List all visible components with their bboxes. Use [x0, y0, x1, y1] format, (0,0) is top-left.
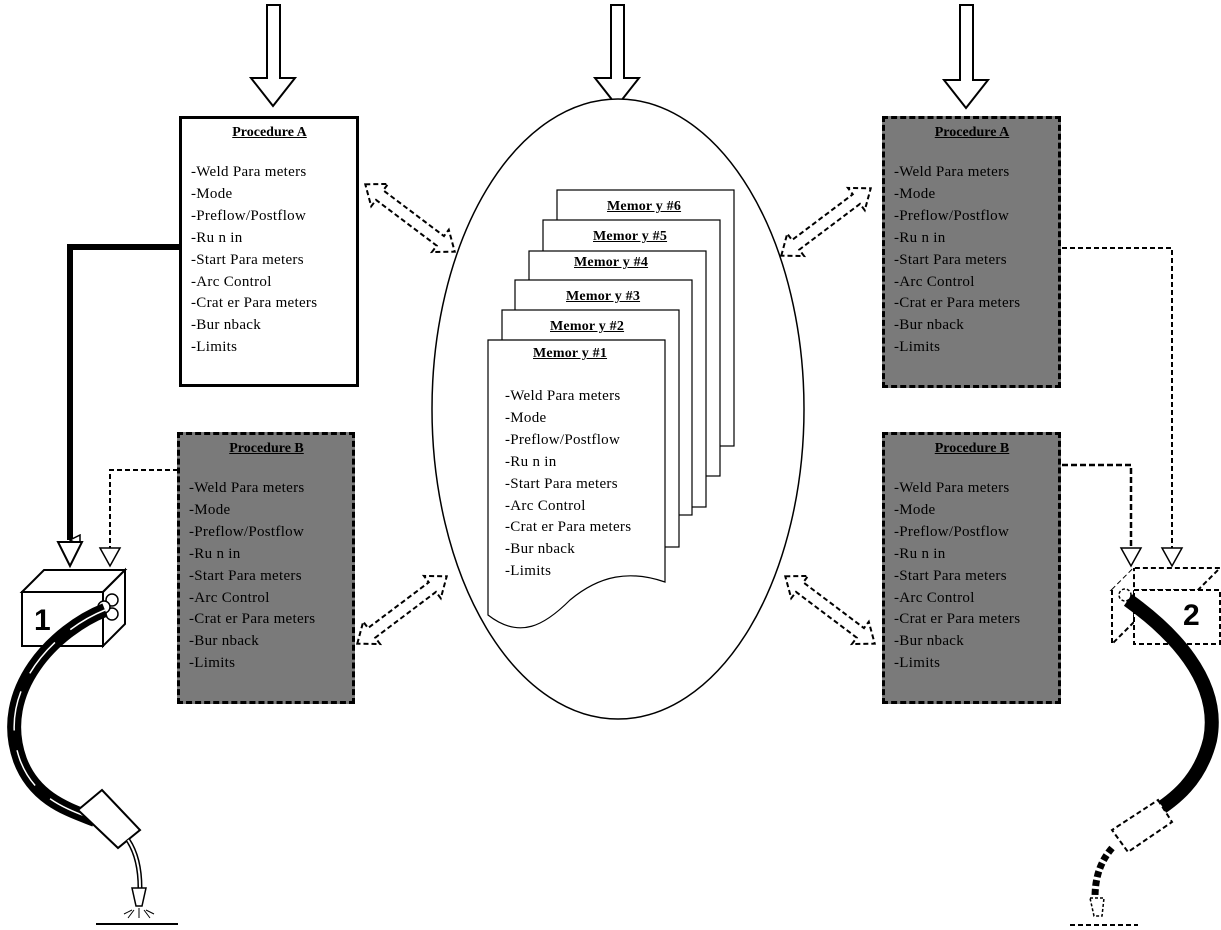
- parameter-item: -Limits: [894, 655, 941, 672]
- parameter-item: -Mode: [894, 185, 936, 202]
- arrowhead-left-proc-b: [98, 547, 122, 568]
- parameter-item: -Preflow/Postflow: [894, 523, 1010, 540]
- torch-2: [1070, 798, 1174, 926]
- parameter-list: -Weld Para meters -Mode -Preflow/Postflow -…: [189, 478, 344, 675]
- parameter-item: -Preflow/Postflow: [191, 207, 307, 224]
- parameter-item: -Crat er Para meters: [191, 295, 318, 312]
- parameter-item: -Arc Control: [191, 273, 272, 290]
- procedure-b-left-title: Procedure B: [229, 441, 304, 456]
- torch-1: [76, 788, 178, 925]
- parameter-item: -Mode: [894, 501, 936, 518]
- parameter-item: -Limits: [191, 339, 238, 356]
- parameter-item: -Ru n in: [894, 545, 946, 562]
- parameter-item: -Crat er Para meters: [505, 519, 632, 536]
- parameter-item: -Bur nback: [894, 317, 965, 334]
- memory-title-3: Memor y #3: [566, 289, 641, 304]
- torch-cable-2: [1123, 594, 1219, 822]
- parameter-item: -Crat er Para meters: [894, 295, 1021, 312]
- exchange-arrow-top-left: [363, 182, 457, 254]
- memory-title-5: Memor y #5: [593, 229, 668, 244]
- parameter-item: -Start Para meters: [894, 567, 1007, 584]
- memory-title-6: Memor y #6: [607, 199, 682, 214]
- parameter-item: -Mode: [189, 501, 231, 518]
- unit-number-1: 1: [34, 604, 51, 637]
- parameter-item: -Preflow/Postflow: [189, 523, 305, 540]
- connector-left-proc-b: [109, 469, 178, 548]
- parameter-item: -Start Para meters: [191, 251, 304, 268]
- arrowhead-right-proc-b: [1119, 547, 1143, 568]
- wire-feeder-1: [19, 567, 128, 649]
- parameter-item: -Arc Control: [189, 589, 270, 606]
- parameter-item: -Mode: [505, 409, 547, 426]
- parameter-item: -Weld Para meters: [191, 164, 307, 180]
- procedure-a-left: Procedure A -Weld Para meters -Mode -Prefl…: [179, 116, 359, 387]
- connector-right-proc-b: [1062, 463, 1133, 548]
- parameter-item: -Limits: [505, 563, 552, 580]
- parameter-item: -Ru n in: [191, 229, 243, 246]
- connector-left-proc-a: [67, 244, 180, 540]
- parameter-item: -Preflow/Postflow: [894, 207, 1010, 224]
- procedure-a-right: Procedure A -Weld Para meters -Mode -Prefl…: [882, 116, 1061, 388]
- procedure-b-right: Procedure B -Weld Para meters -Mode -Prefl…: [882, 432, 1061, 704]
- parameter-item: -Preflow/Postflow: [505, 431, 621, 448]
- parameter-item: -Weld Para meters: [894, 164, 1010, 180]
- parameter-item: -Bur nback: [191, 317, 262, 334]
- parameter-item: -Crat er Para meters: [189, 611, 316, 628]
- memory-1-parameter-list: -Weld Para meters -Mode -Preflow/Postflow -…: [505, 386, 631, 583]
- exchange-arrow-bottom-left: [355, 574, 449, 646]
- memory-page-1: [487, 339, 666, 629]
- procedure-a-right-title: Procedure A: [934, 125, 1010, 140]
- parameter-item: -Crat er Para meters: [894, 611, 1021, 628]
- parameter-item: -Weld Para meters: [894, 480, 1010, 496]
- parameter-item: -Start Para meters: [505, 475, 618, 492]
- parameter-item: -Mode: [191, 185, 233, 202]
- parameter-item: -Weld Para meters: [505, 388, 621, 404]
- parameter-list: -Weld Para meters -Mode -Preflow/Postflow -…: [191, 162, 348, 359]
- input-arrow-left: [248, 4, 298, 108]
- parameter-item: -Limits: [189, 655, 236, 672]
- parameter-item: -Bur nback: [894, 633, 965, 650]
- procedure-b-left: Procedure B -Weld Para meters -Mode -Prefl…: [177, 432, 355, 704]
- torch-cable-1-highlight: [13, 609, 106, 821]
- parameter-item: -Ru n in: [505, 453, 557, 470]
- parameter-item: -Start Para meters: [894, 251, 1007, 268]
- parameter-item: -Arc Control: [894, 589, 975, 606]
- procedure-b-right-title: Procedure B: [934, 441, 1010, 456]
- parameter-item: -Ru n in: [894, 229, 946, 246]
- memory-title-1: Memor y #1: [533, 346, 608, 361]
- exchange-arrow-bottom-right: [783, 574, 877, 646]
- parameter-item: -Arc Control: [505, 497, 586, 514]
- input-arrow-right: [941, 4, 991, 110]
- exchange-arrow-top-right: [779, 186, 873, 258]
- input-arrow-center: [592, 4, 642, 108]
- arrowhead-left-proc-a: [56, 541, 84, 569]
- memory-title-4: Memor y #4: [574, 255, 649, 270]
- procedure-a-left-title: Procedure A: [232, 125, 307, 140]
- parameter-item: -Weld Para meters: [189, 480, 305, 496]
- memory-title-2: Memor y #2: [550, 319, 625, 334]
- parameter-item: -Bur nback: [189, 633, 260, 650]
- connector-right-proc-a: [1062, 247, 1173, 548]
- unit-number-2: 2: [1183, 599, 1200, 632]
- parameter-list: -Weld Para meters -Mode -Preflow/Postflow -…: [894, 478, 1050, 675]
- parameter-item: -Arc Control: [894, 273, 975, 290]
- parameter-item: -Bur nback: [505, 541, 576, 558]
- parameter-item: -Start Para meters: [189, 567, 302, 584]
- parameter-item: -Ru n in: [189, 545, 241, 562]
- parameter-list: -Weld Para meters -Mode -Preflow/Postflow -…: [894, 162, 1050, 359]
- parameter-item: -Limits: [894, 339, 941, 356]
- arrowhead-right-proc-a: [1160, 547, 1184, 568]
